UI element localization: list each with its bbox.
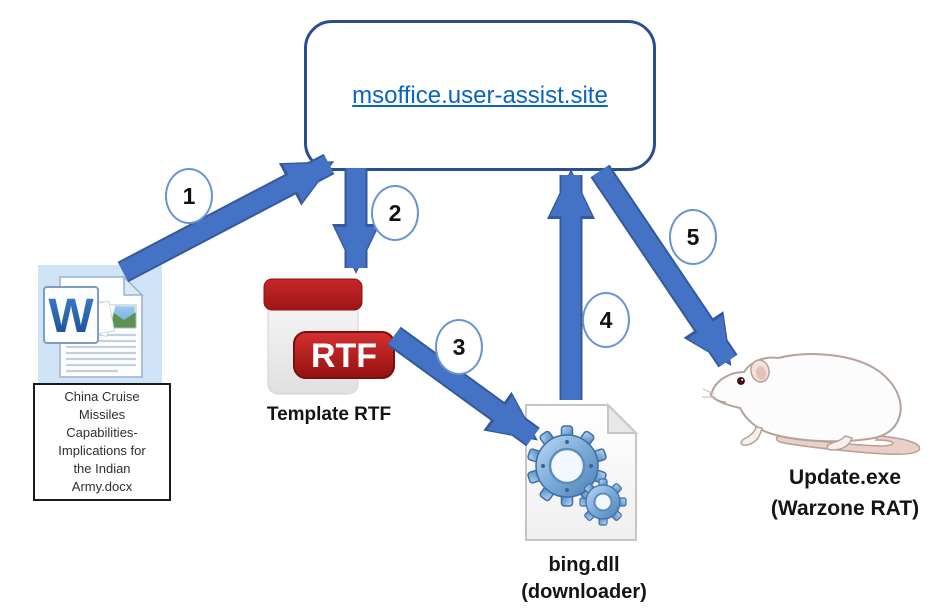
rat-icon (702, 353, 921, 456)
filename-line: Capabilities- (66, 425, 138, 440)
rtf-file-icon: RTF (263, 278, 395, 395)
c2-server-node: msoffice.user-assist.site (304, 20, 656, 171)
payload-role: (Warzone RAT) (770, 497, 920, 520)
filename-line: Implications for (58, 443, 146, 458)
big-gear-icon (527, 425, 607, 507)
c2-domain-link[interactable]: msoffice.user-assist.site (352, 81, 608, 109)
dll-name: bing.dll (548, 554, 620, 576)
rtf-badge-text: RTF (311, 337, 377, 375)
step-2-badge: 2 (371, 185, 419, 241)
filename-line: the Indian (73, 461, 131, 476)
step-1-badge: 1 (165, 168, 213, 224)
small-gear-icon (579, 478, 627, 526)
dll-role: (downloader) (521, 581, 647, 603)
payload-name: Update.exe (788, 466, 902, 489)
word-document-icon: W (43, 275, 144, 378)
arrow-step-1 (117, 153, 335, 283)
filename-line: Missiles (78, 407, 126, 422)
filename-line: Army.docx (71, 479, 133, 494)
dll-file-icon-wrap (521, 401, 641, 548)
step-5-badge: 5 (669, 209, 717, 265)
word-document-filename: China Cruise Missiles Capabilities- Impl… (33, 383, 171, 501)
gears-file-icon (525, 402, 639, 541)
svg-text:W: W (48, 290, 94, 343)
rtf-label: Template RTF (266, 404, 392, 425)
rat-icon-wrap (700, 344, 932, 467)
step-4-badge: 4 (582, 292, 630, 348)
step-3-badge: 3 (435, 319, 483, 375)
rat-label: Update.exe (Warzone RAT) (752, 462, 936, 524)
rtf-file-icon-wrap: RTF (256, 274, 396, 407)
filename-line: China Cruise (64, 389, 140, 404)
dll-label: bing.dll (downloader) (498, 552, 670, 606)
word-document-selection: W (38, 265, 162, 385)
